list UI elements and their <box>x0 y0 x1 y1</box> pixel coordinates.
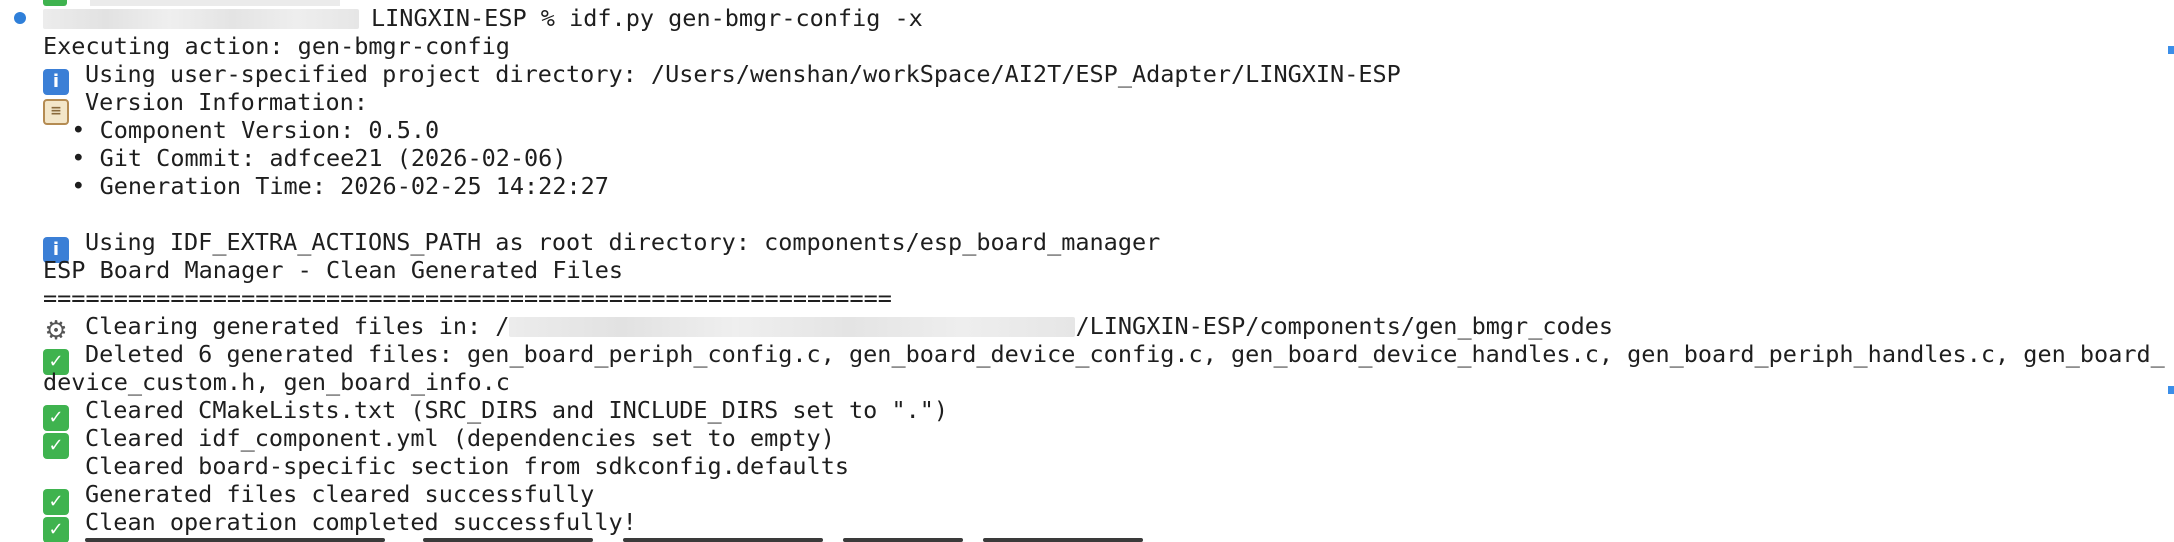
check-mark-icon: ✓ <box>43 433 69 459</box>
clean-completed-text: Clean operation completed successfully! <box>85 508 637 536</box>
generated-files-cleared-line: ✓ Generated files cleared successfully <box>43 480 595 515</box>
redacted-path <box>509 317 1076 337</box>
cleared-idf-component-text: Cleared idf_component.yml (dependencies … <box>85 424 835 452</box>
executing-action-line: Executing action: gen-bmgr-config <box>43 32 510 60</box>
clipboard-icon: ≡ <box>43 99 69 125</box>
clean-completed-line: ✓ Clean operation completed successfully! <box>43 508 637 542</box>
command-status-dot[interactable] <box>14 12 26 24</box>
partial-check-icon-previous-line <box>43 0 67 6</box>
check-mark-icon: ✓ <box>43 517 69 542</box>
project-directory-line: i Using user-specified project directory:… <box>43 60 1401 95</box>
redacted-user-host <box>43 9 359 29</box>
clearing-prefix-text: Clearing generated files in: / <box>85 312 510 340</box>
command-text: idf.py gen-bmgr-config -x <box>569 4 923 32</box>
cleared-cmakelists-line: ✓ Cleared CMakeLists.txt (SRC_DIRS and IN… <box>43 396 949 431</box>
clearing-suffix-text: /LINGXIN-ESP/components/gen_bmgr_codes <box>1075 312 1614 340</box>
version-header-line: ≡ Version Information: <box>43 88 368 125</box>
redacted-previous-line <box>90 0 340 6</box>
scrollbar-marker-top[interactable] <box>2168 46 2174 54</box>
project-directory-text: Using user-specified project directory: … <box>85 60 1401 88</box>
cleared-idf-component-line: ✓ Cleared idf_component.yml (dependencies… <box>43 424 835 459</box>
clearing-files-line: ⚙ Clearing generated files in: / /LINGXIN-… <box>43 312 1614 344</box>
deleted-files-continuation-line: device_custom.h, gen_board_info.c <box>43 368 510 396</box>
deleted-files-text: Deleted 6 generated files: gen_board_per… <box>85 340 2165 368</box>
deleted-files-line: ✓ Deleted 6 generated files: gen_board_pe… <box>43 340 2165 375</box>
check-mark-icon: ✓ <box>43 349 69 375</box>
cleared-sdkconfig-line: Cleared board-specific section from sdkc… <box>85 452 850 480</box>
root-directory-text: Using IDF_EXTRA_ACTIONS_PATH as root dir… <box>85 228 1161 256</box>
gear-icon: ⚙ <box>44 316 68 346</box>
board-manager-title-line: ESP Board Manager - Clean Generated File… <box>43 256 624 284</box>
component-version-line: • Component Version: 0.5.0 <box>43 116 440 144</box>
separator-line: ========================================… <box>43 284 892 312</box>
root-directory-line: i Using IDF_EXTRA_ACTIONS_PATH as root di… <box>43 228 1161 263</box>
check-mark-icon: ✓ <box>43 405 69 431</box>
cleared-cmakelists-text: Cleared CMakeLists.txt (SRC_DIRS and INC… <box>85 396 949 424</box>
prompt-directory: LINGXIN-ESP <box>371 4 527 32</box>
information-icon: i <box>43 237 69 263</box>
version-header-text: Version Information: <box>85 88 368 116</box>
command-prompt-line: LINGXIN-ESP % idf.py gen-bmgr-config -x <box>43 4 923 32</box>
prompt-symbol: % <box>540 4 555 32</box>
git-commit-line: • Git Commit: adfcee21 (2026-02-06) <box>43 144 567 172</box>
scrollbar-marker-bottom[interactable] <box>2168 386 2174 394</box>
check-mark-icon: ✓ <box>43 489 69 515</box>
generated-files-cleared-text: Generated files cleared successfully <box>85 480 595 508</box>
truncated-next-line <box>43 536 1193 542</box>
information-icon: i <box>43 69 69 95</box>
generation-time-line: • Generation Time: 2026-02-25 14:22:27 <box>43 172 609 200</box>
